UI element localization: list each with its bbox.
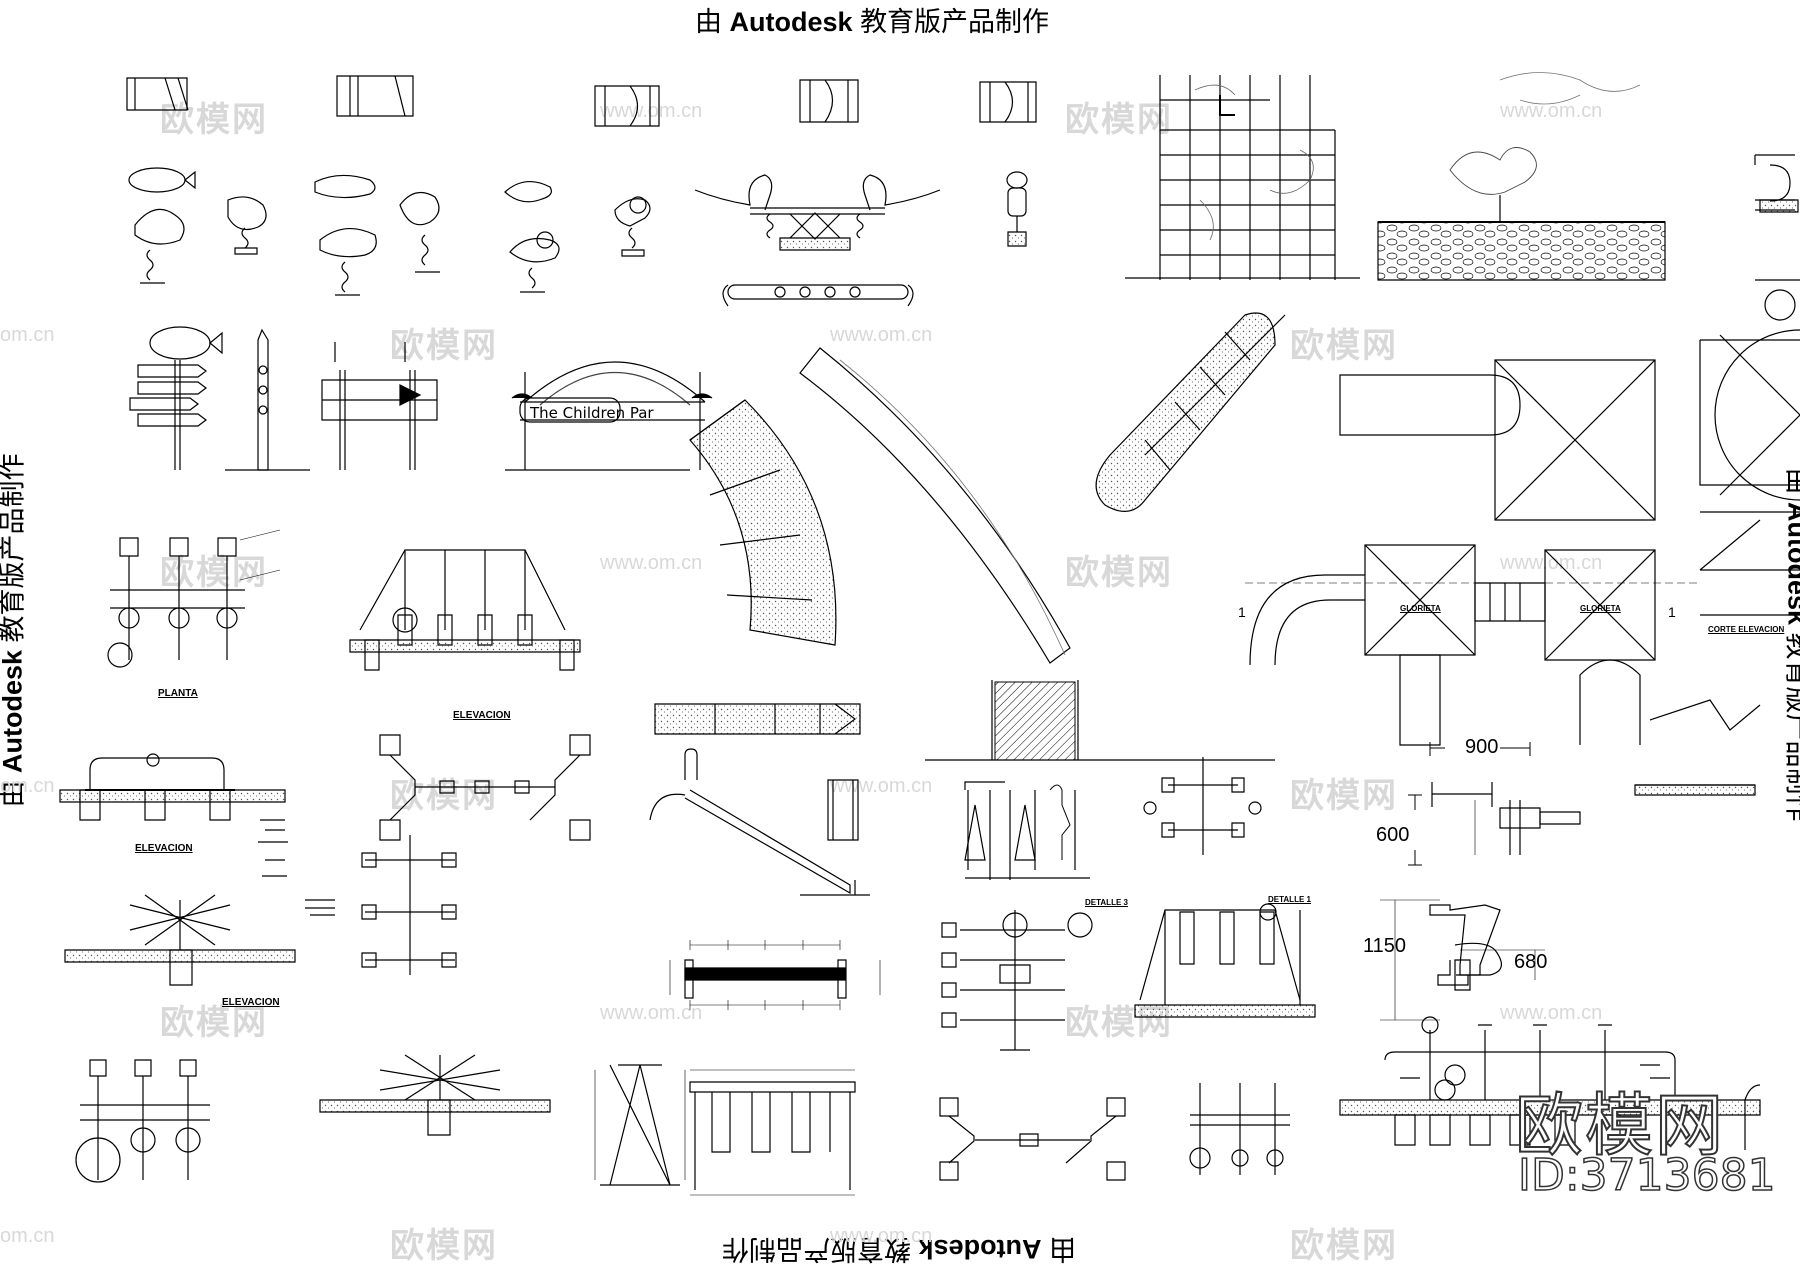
site-watermark: 欧模网 (390, 1227, 498, 1265)
dimension-900: 900 (1465, 736, 1499, 758)
spring-rider-bird-2 (505, 182, 559, 292)
dimension-600: 600 (1376, 824, 1410, 846)
paddle-roundabout-plan (380, 735, 590, 840)
label-planta: PLANTA (158, 688, 198, 699)
label-elevacion-3: ELEVACION (222, 997, 280, 1008)
fish-signpost (130, 327, 222, 470)
site-watermark: 欧模网 (160, 1004, 268, 1042)
detail-swing-plan-c (942, 910, 1092, 1050)
site-watermark-url: www.om.cn (600, 552, 703, 574)
site-watermark-url: www.om.cn (1500, 100, 1603, 122)
swing-set-elevation-b (60, 754, 285, 820)
swing-plan-bars-b (76, 1060, 210, 1182)
site-watermark: 欧模网 (1065, 554, 1173, 592)
stamp-prefix: 由 (695, 7, 722, 37)
site-watermark-url: www.om.cn (1500, 552, 1603, 574)
double-gazebo-plan (1245, 545, 1700, 745)
rocker-plan-2 (337, 76, 413, 116)
bench-press-plan (1432, 782, 1580, 855)
roundabout-elevation-a (65, 895, 295, 985)
autodesk-edu-stamp-top: 由 Autodesk 教育版产品制作 (695, 0, 1049, 39)
label-elevacion-2: ELEVACION (135, 843, 193, 854)
spring-rider-duck (615, 197, 650, 256)
bench-section-elevation (670, 940, 880, 1010)
label-glorieta-1: GLORIETA (1400, 604, 1441, 613)
children-park-entrance-sign (505, 362, 712, 470)
swing-a-frame-side (595, 1065, 685, 1185)
motorbike-rider (1007, 172, 1027, 246)
stamp-suffix: 教育版产品制作 (860, 7, 1050, 37)
seesaw-plan (723, 285, 913, 306)
straight-slide-elevation (650, 749, 870, 895)
site-watermark-url: www.om.cn (600, 1002, 703, 1024)
entrance-sign-text: The Children Par (530, 404, 654, 422)
spring-rider-squirrel (400, 193, 440, 273)
label-glorieta-2: GLORIETA (1580, 604, 1621, 613)
site-watermark: 欧模网 (1290, 1227, 1398, 1265)
site-watermark-url: om.cn (0, 1225, 55, 1247)
swing-set-elevation-a (350, 550, 580, 670)
rocker-plan-1 (127, 78, 188, 110)
label-corte: CORTE ELEVACION (1708, 625, 1785, 634)
site-watermark: 欧模网 (1065, 101, 1173, 139)
label-detalle-3: DETALLE 3 (1085, 898, 1128, 907)
site-watermark: 欧模网 (160, 554, 268, 592)
spring-rider-fish (129, 168, 195, 283)
roundabout-elevation-b (320, 1055, 550, 1135)
small-detail-figures (258, 820, 335, 915)
direction-board-sign (322, 342, 437, 470)
site-watermark-url: om.cn (0, 775, 55, 797)
edge-detail-circle-plan (1635, 330, 1800, 795)
label-detalle-1: DETALLE 1 (1268, 895, 1311, 904)
signpost-side (225, 330, 310, 470)
brand-id: ID:3713681 (1517, 1149, 1776, 1202)
section-marker-left: 1 (1238, 604, 1246, 620)
site-watermark: 欧模网 (1290, 327, 1398, 365)
site-watermark: 欧模网 (390, 777, 498, 815)
swing-set-elevation-c (1135, 904, 1315, 1017)
section-marker-right: 1 (1668, 604, 1676, 620)
climbing-wall-grid (1125, 75, 1360, 280)
swing-plan-small (1190, 1083, 1290, 1175)
corner-post-fragment (1745, 1085, 1760, 1150)
spring-rider-bird (228, 197, 266, 254)
rocker-plan-3 (595, 86, 659, 126)
site-watermark: 欧模网 (160, 101, 268, 139)
dimension-1150: 1150 (1363, 935, 1407, 957)
rocker-plan-5 (980, 82, 1036, 122)
site-watermark-url: www.om.cn (1500, 1002, 1603, 1024)
label-elevacion-1: ELEVACION (453, 710, 511, 721)
site-watermark-url: www.om.cn (830, 324, 933, 346)
exercise-station-row (1340, 1017, 1760, 1145)
site-watermark-url: www.om.cn (600, 100, 703, 122)
site-watermark-url: om.cn (0, 324, 55, 346)
rocker-plan-4 (800, 80, 858, 122)
site-watermark-url: www.om.cn (830, 1225, 933, 1247)
wave-slide-plan (800, 348, 1070, 663)
stamp-brand: Autodesk (729, 7, 853, 37)
dimension-680: 680 (1514, 951, 1548, 973)
brand-logo: 欧模网 (1514, 1086, 1726, 1167)
cross-arm-plan (362, 835, 456, 975)
tube-slide-plan (1096, 313, 1285, 511)
paddle-roundabout-plan-b (940, 1098, 1125, 1180)
spring-rider-shark (315, 175, 376, 295)
swing-set-front-elevation (690, 1070, 855, 1195)
leg-press-elevation (1380, 900, 1545, 1020)
site-watermark: 欧模网 (1290, 777, 1398, 815)
straight-slide-plan (655, 704, 860, 734)
site-watermark: 欧模网 (390, 327, 498, 365)
quad-roundabout-plan (1144, 757, 1275, 855)
stone-wall-elevation (1378, 73, 1665, 281)
swing-frame-with-fence (925, 680, 1145, 880)
seesaw-birds-elevation (695, 175, 940, 250)
swing-plan-bars (108, 530, 280, 667)
edge-detail-top (1755, 155, 1800, 320)
curved-tube-slide-plan (690, 400, 836, 645)
roof-plan-with-slide (1340, 360, 1655, 520)
